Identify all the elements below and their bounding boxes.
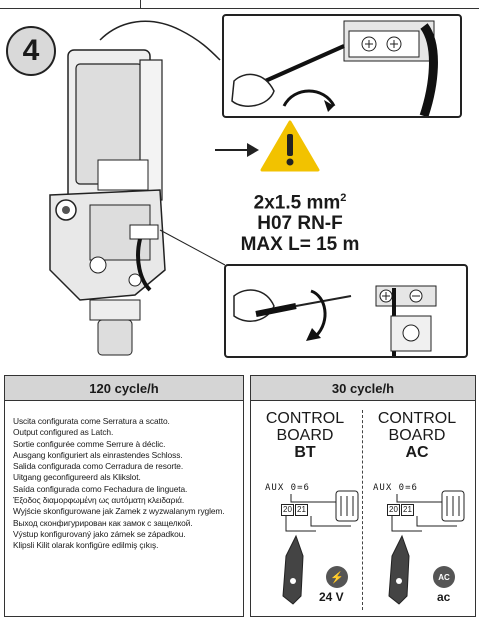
output-description-line: Salida configurada como Cerradura de res… <box>13 461 184 472</box>
output-description-line: Wyjście skonfigurowane jak Zamek z wyzwa… <box>13 506 225 517</box>
board-bt-title1: CONTROL <box>265 410 345 427</box>
control-board-ac-title: CONTROL BOARD AC <box>367 410 467 461</box>
board-bt-sub: BT <box>294 444 316 461</box>
board-ac-title1: CONTROL <box>377 410 457 427</box>
board-ac-sub: AC <box>405 444 429 461</box>
spec-section: 2x1.5 mm2 <box>225 188 375 213</box>
output-description-line: Output configured as Latch. <box>13 427 114 438</box>
output-description-line: Saída configurada como Fechadura de ling… <box>13 483 188 494</box>
warning-triangle-icon <box>260 120 320 172</box>
board-ac-lcd: AUX 0=6 <box>373 483 418 493</box>
panel-120-cycle: 120 cycle/h Uscita configurata come Serr… <box>4 375 244 617</box>
board-bt-title2: BOARD <box>276 427 334 444</box>
board-ac-wiring <box>388 490 465 605</box>
pointer-arrow <box>215 143 259 157</box>
output-description-line: Uitgang geconfigureerd als Klikslot. <box>13 472 141 483</box>
board-bt-term-21: 21 <box>295 504 308 516</box>
panel-120-header: 120 cycle/h <box>5 376 243 401</box>
board-bt-voltage: 24 V <box>319 590 344 604</box>
panel-30-header: 30 cycle/h <box>251 376 475 401</box>
output-description-line: Выход сконфигурирован как замок с защелк… <box>13 517 193 528</box>
output-description-line: Sortie configurée comme Serrure à déclic… <box>13 438 166 449</box>
board-ac-term-20: 20 <box>387 504 400 516</box>
board-ac-voltage: ac <box>437 590 451 604</box>
top-rule <box>0 8 479 9</box>
output-description-line: Výstup konfigurovaný jako zámek se západ… <box>13 528 186 539</box>
board-bt-term-20: 20 <box>281 504 294 516</box>
connector-detail <box>231 20 438 116</box>
bottom-detail-inset <box>224 264 468 358</box>
lock-device-illustration <box>49 20 225 356</box>
control-board-bt-title: CONTROL BOARD BT <box>255 410 355 461</box>
ac-power-icon: AC <box>433 566 455 588</box>
spec-section-text: 2x1.5 mm <box>253 192 341 214</box>
output-description-line: Έξοδος διαμορφωμένη ως αυτόματη κλειδαρι… <box>13 495 185 506</box>
board-bt-wiring <box>282 490 359 605</box>
spec-max-length: MAX L= 15 m <box>240 234 360 256</box>
cable-spec: 2x1.5 mm2 H07 RN-F MAX L= 15 m <box>225 188 375 255</box>
board-ac-title2: BOARD <box>388 427 446 444</box>
output-description-line: Klipsli Kilit olarak konfigüre edilmiş ç… <box>13 540 159 551</box>
spec-section-sup: 2 <box>340 192 347 204</box>
output-description-list: Uscita configurata come Serratura a scat… <box>13 416 225 552</box>
lightning-icon: ⚡ <box>326 566 348 588</box>
top-detail-inset <box>222 14 462 118</box>
top-tick <box>140 0 141 9</box>
board-divider <box>362 410 363 610</box>
board-bt-lcd: AUX 0=6 <box>265 483 310 493</box>
spec-cable-type: H07 RN-F <box>257 213 343 235</box>
output-description-line: Ausgang konfiguriert als einrastendes Sc… <box>13 449 183 460</box>
step-number-badge: 4 <box>6 26 56 76</box>
screw-detail <box>233 285 437 356</box>
board-ac-term-21: 21 <box>401 504 414 516</box>
output-description-line: Uscita configurata come Serratura a scat… <box>13 416 170 426</box>
panel-30-cycle: 30 cycle/h CONTROL BOARD BT AUX 0=6 20 2… <box>250 375 476 617</box>
